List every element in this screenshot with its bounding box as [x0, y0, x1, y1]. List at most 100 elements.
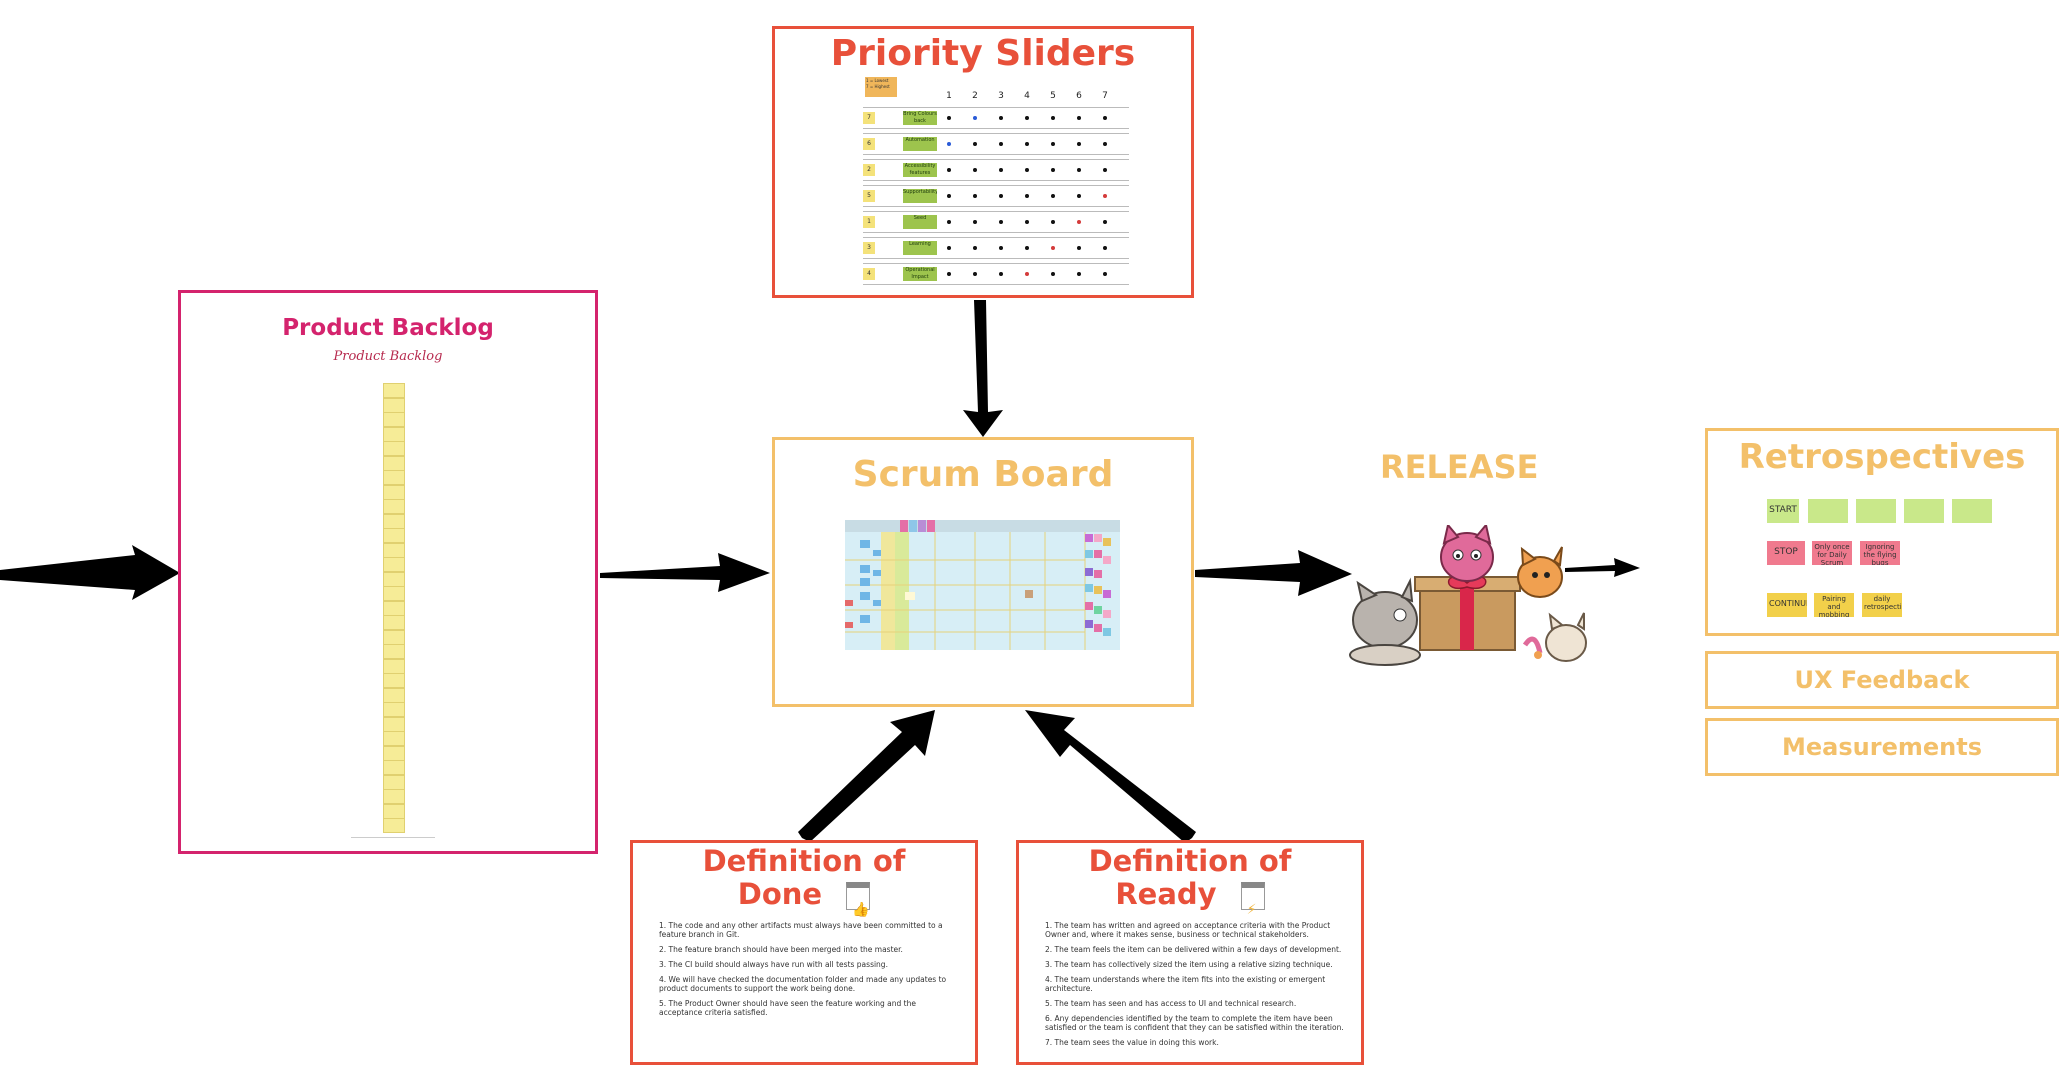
backlog-card[interactable]	[383, 557, 405, 572]
priority-dot[interactable]	[973, 220, 977, 224]
priority-dot[interactable]	[973, 194, 977, 198]
backlog-card[interactable]	[383, 789, 405, 804]
priority-dot[interactable]	[1077, 220, 1081, 224]
backlog-card[interactable]	[383, 702, 405, 717]
priority-dot[interactable]	[1077, 246, 1081, 250]
priority-dot[interactable]	[947, 142, 951, 146]
backlog-card[interactable]	[383, 600, 405, 616]
priority-dot[interactable]	[999, 116, 1003, 120]
dor-item: 7. The team sees the value in doing this…	[1045, 1038, 1219, 1047]
backlog-card[interactable]	[383, 426, 405, 442]
priority-row-label: Automation	[903, 137, 937, 151]
priority-dot[interactable]	[999, 168, 1003, 172]
priority-dot[interactable]	[1103, 168, 1107, 172]
priority-dot[interactable]	[1077, 272, 1081, 276]
backlog-card[interactable]	[383, 673, 405, 688]
backlog-card[interactable]	[383, 586, 405, 601]
priority-dot[interactable]	[999, 246, 1003, 250]
backlog-card[interactable]	[383, 455, 405, 471]
priority-row-number: 1	[863, 216, 875, 228]
priority-dot[interactable]	[1051, 220, 1055, 224]
retro-start-idea-4	[1952, 499, 1992, 523]
priority-dot[interactable]	[1025, 116, 1029, 120]
backlog-card[interactable]	[383, 397, 405, 413]
priority-row: 2 Accessibility features	[863, 159, 1129, 181]
dod-title-line2: Done	[737, 877, 823, 911]
backlog-card[interactable]	[383, 774, 405, 790]
backlog-card[interactable]	[383, 615, 405, 630]
priority-dot[interactable]	[1103, 116, 1107, 120]
priority-row-number: 2	[863, 164, 875, 176]
priority-dot[interactable]	[1051, 246, 1055, 250]
priority-dot[interactable]	[999, 272, 1003, 276]
priority-dot[interactable]	[947, 272, 951, 276]
backlog-card[interactable]	[383, 528, 405, 543]
backlog-card[interactable]	[383, 484, 405, 500]
priority-dot[interactable]	[947, 246, 951, 250]
backlog-card[interactable]	[383, 499, 405, 514]
priority-dot[interactable]	[1051, 272, 1055, 276]
priority-dot[interactable]	[973, 116, 977, 120]
backlog-card[interactable]	[383, 470, 405, 485]
priority-column-header: 3	[998, 91, 1004, 101]
priority-dot[interactable]	[973, 272, 977, 276]
priority-dot[interactable]	[1103, 220, 1107, 224]
priority-dot[interactable]	[1103, 272, 1107, 276]
priority-dot[interactable]	[1025, 272, 1029, 276]
priority-dot[interactable]	[1103, 142, 1107, 146]
backlog-card[interactable]	[383, 745, 405, 761]
priority-dot[interactable]	[1103, 194, 1107, 198]
priority-dot[interactable]	[1025, 194, 1029, 198]
priority-dot[interactable]	[1025, 142, 1029, 146]
priority-dot[interactable]	[1051, 194, 1055, 198]
backlog-card[interactable]	[383, 629, 405, 645]
priority-row-label: Learning	[903, 241, 937, 255]
arrow-priority-to-scrum	[963, 300, 1003, 437]
dor-item: 1. The team has written and agreed on ac…	[1045, 921, 1331, 939]
priority-dot[interactable]	[1051, 116, 1055, 120]
priority-dot[interactable]	[947, 116, 951, 120]
backlog-card[interactable]	[383, 716, 405, 732]
dod-item: 2. The feature branch should have been m…	[659, 945, 903, 954]
backlog-card[interactable]	[383, 412, 405, 427]
priority-sliders-title: Priority Sliders	[830, 33, 1136, 74]
backlog-card[interactable]	[383, 542, 405, 558]
priority-dot[interactable]	[947, 194, 951, 198]
priority-dot[interactable]	[1077, 116, 1081, 120]
priority-dot[interactable]	[1025, 246, 1029, 250]
priority-dot[interactable]	[1103, 246, 1107, 250]
priority-dot[interactable]	[973, 168, 977, 172]
priority-dot[interactable]	[947, 220, 951, 224]
priority-dot[interactable]	[1077, 194, 1081, 198]
priority-dot[interactable]	[1077, 142, 1081, 146]
retro-continue-item-2: daily retrospective	[1862, 593, 1902, 617]
priority-dot[interactable]	[947, 168, 951, 172]
backlog-card[interactable]	[383, 441, 405, 456]
priority-row-number: 6	[863, 138, 875, 150]
backlog-card[interactable]	[383, 803, 405, 819]
priority-dot[interactable]	[999, 142, 1003, 146]
retro-stop-item-2: Ignoring the flying bugs	[1860, 541, 1900, 565]
priority-dot[interactable]	[1025, 220, 1029, 224]
backlog-card[interactable]	[383, 658, 405, 674]
priority-dot[interactable]	[1025, 168, 1029, 172]
backlog-card[interactable]	[383, 760, 405, 775]
backlog-card[interactable]	[383, 644, 405, 659]
dor-title-line1: Definition of	[1088, 844, 1292, 878]
priority-dot[interactable]	[999, 194, 1003, 198]
backlog-card[interactable]	[383, 731, 405, 746]
retro-start-idea-3	[1904, 499, 1944, 523]
backlog-card[interactable]	[383, 687, 405, 703]
backlog-card[interactable]	[383, 818, 405, 833]
priority-row-label: Accessibility features	[903, 163, 937, 177]
priority-dot[interactable]	[973, 246, 977, 250]
backlog-card[interactable]	[383, 383, 405, 398]
priority-dot[interactable]	[1051, 142, 1055, 146]
priority-dot[interactable]	[1051, 168, 1055, 172]
priority-dot[interactable]	[1077, 168, 1081, 172]
backlog-card[interactable]	[383, 571, 405, 587]
priority-dot[interactable]	[999, 220, 1003, 224]
priority-dot[interactable]	[973, 142, 977, 146]
backlog-card[interactable]	[383, 513, 405, 529]
